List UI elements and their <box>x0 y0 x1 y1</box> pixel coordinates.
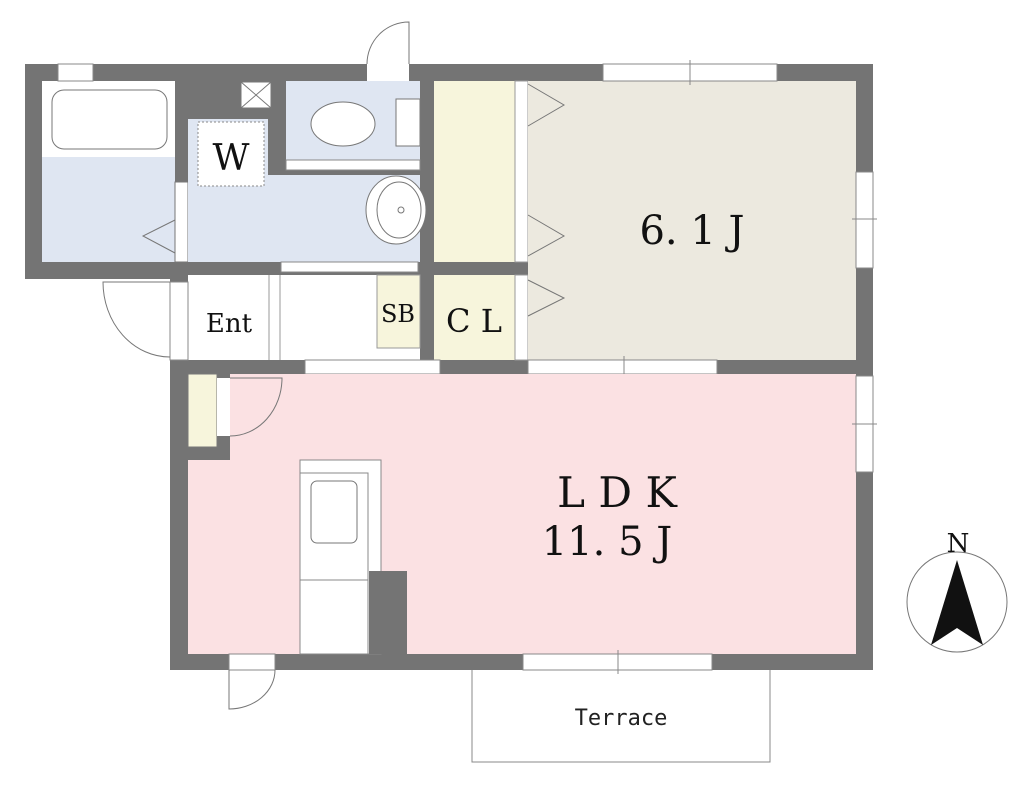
toilet-door[interactable] <box>285 159 421 171</box>
entrance-label: Ent <box>206 309 253 339</box>
ldk-back-door[interactable] <box>228 653 276 671</box>
kitchen-wall <box>369 571 407 654</box>
bedroom-door[interactable] <box>527 359 718 375</box>
terrace-label: Terrace <box>575 706 668 731</box>
back-door-swing-icon <box>228 669 276 710</box>
shoe-box-label: SB <box>381 300 415 328</box>
entrance-hall-door[interactable] <box>304 359 441 375</box>
closet-upper <box>434 81 515 262</box>
ldk-room <box>188 374 856 654</box>
toilet-exterior-door-icon <box>366 21 410 65</box>
storage-door-icon <box>229 377 283 437</box>
ldk-storage <box>187 373 218 448</box>
bath-door-icon <box>141 219 176 254</box>
bath-door[interactable] <box>174 181 189 263</box>
ldk-size-label: 11. 5 J <box>542 519 673 565</box>
washroom-door[interactable] <box>280 261 419 273</box>
closet <box>434 275 515 360</box>
entrance-door-swing-icon <box>102 281 171 358</box>
bedroom-window-east <box>855 171 874 269</box>
bedroom <box>528 81 856 360</box>
shoe-box <box>376 274 421 349</box>
closet-door-icons <box>527 83 566 317</box>
toilet-icon <box>310 101 376 147</box>
north-compass-icon: N <box>906 529 1008 653</box>
ldk-label: L D K <box>557 468 678 517</box>
bath-window <box>57 63 94 82</box>
washer-space <box>197 121 265 187</box>
bathroom-floor <box>42 157 175 262</box>
bedroom-size-label: 6. 1 J <box>639 208 744 254</box>
toilet-window <box>367 64 409 81</box>
bathtub-icon <box>51 89 168 150</box>
compass-label: N <box>947 529 970 559</box>
washer-label: W <box>212 138 249 179</box>
entrance-door[interactable] <box>169 281 189 361</box>
closet-label: C L <box>446 302 502 340</box>
terrace <box>471 670 771 763</box>
kitchen-sink-icon <box>310 480 358 544</box>
sink-icon <box>365 175 427 245</box>
